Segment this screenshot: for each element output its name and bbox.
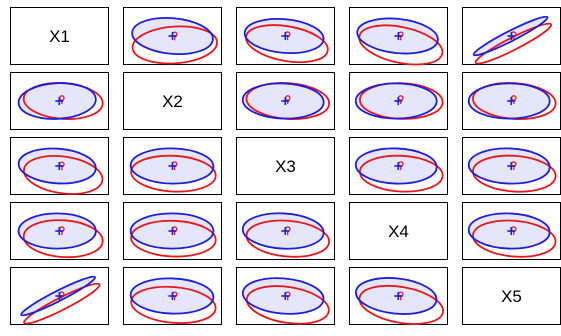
variable-label-2: X2: [162, 92, 183, 111]
ellipse-group-2: [129, 147, 215, 185]
ellipse-group-2: [129, 212, 215, 250]
panel-r4-c3: [354, 277, 444, 325]
ellipse-group-2: [17, 212, 97, 250]
variable-label-4: X4: [388, 222, 409, 241]
ellipse-group-2: [241, 212, 325, 250]
ellipse-group-1: [23, 155, 104, 195]
ellipse-group-2: [17, 82, 97, 120]
panel-r3-c0: [17, 212, 104, 259]
panel-r1-c4: [467, 82, 557, 120]
panel-r3-c4: [467, 212, 557, 258]
variable-label-3: X3: [275, 157, 296, 176]
ellipse-group-2: [129, 277, 215, 315]
panel-r2-c4: [467, 147, 557, 193]
panel-r0-c2: [243, 17, 329, 64]
ellipse-group-2: [241, 277, 325, 315]
ellipse-group-1: [472, 219, 557, 258]
ellipse-group-2: [131, 16, 214, 56]
ellipse-group-2: [356, 17, 439, 55]
ellipse-group-1: [130, 154, 217, 193]
ellipse-group-1: [245, 219, 330, 258]
ellipse-group-1: [245, 285, 330, 325]
panel-r4-c2: [241, 277, 330, 325]
panel-r0-c4: [472, 15, 553, 65]
panel-r0-c1: [131, 16, 218, 65]
panel-r0-c3: [356, 17, 444, 66]
panel-r1-c0: [17, 82, 104, 120]
panel-r3-c1: [129, 212, 217, 258]
panel-r3-c2: [241, 212, 330, 258]
panel-frame-r2-c2: [236, 137, 335, 195]
panel-frame-r3-c3: [349, 202, 448, 260]
ellipse-group-2: [472, 15, 549, 57]
panel-r1-c3: [354, 82, 444, 120]
panel-r2-c0: [17, 147, 104, 195]
panel-frame-r0-c0: [10, 7, 109, 65]
ellipse-group-1: [472, 154, 557, 193]
variable-label-5: X5: [501, 287, 522, 306]
panel-r4-c1: [129, 277, 217, 324]
panel-frame-r1-c1: [123, 72, 222, 130]
panel-r1-c2: [241, 82, 331, 120]
ellipse-group-1: [474, 22, 553, 65]
ellipse-group-2: [467, 82, 551, 120]
ellipse-group-1: [130, 219, 217, 258]
ellipse-group-2: [467, 147, 551, 185]
panel-r4-c0: [20, 275, 101, 325]
ellipse-group-1: [131, 25, 218, 65]
panel-r2-c1: [129, 147, 217, 193]
ellipse-group-2: [20, 275, 96, 317]
ellipse-group-1: [358, 24, 444, 66]
variable-label-1: X1: [49, 27, 70, 46]
ellipse-group-1: [358, 284, 444, 325]
ellipse-group-2: [354, 147, 438, 185]
panel-frame-r4-c4: [462, 267, 561, 325]
ellipse-group-1: [359, 154, 444, 193]
ellipse-group-2: [354, 82, 438, 120]
ellipse-group-2: [17, 147, 97, 185]
ellipse-group-1: [130, 285, 217, 324]
ellipse-group-2: [354, 277, 438, 315]
ellipse-group-2: [241, 82, 325, 120]
ellipse-group-2: [243, 17, 325, 55]
ellipse-group-2: [467, 212, 551, 250]
ellipse-group-1: [22, 219, 104, 259]
panel-r2-c3: [354, 147, 444, 193]
